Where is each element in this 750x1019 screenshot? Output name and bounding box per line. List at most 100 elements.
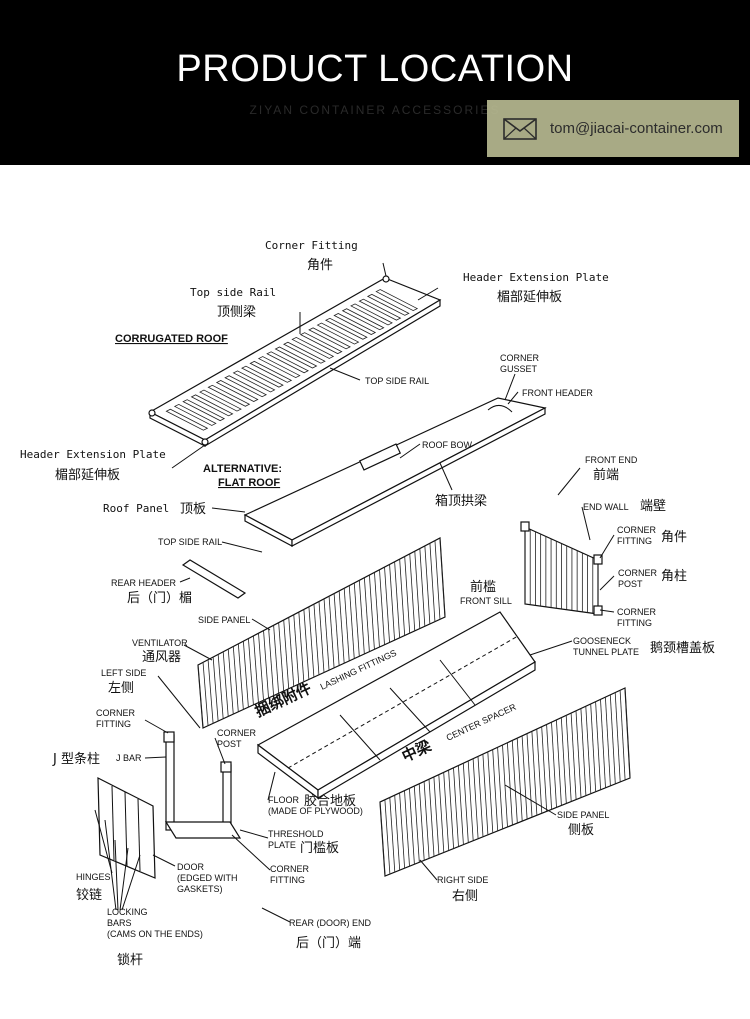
drawing-stroke (197, 664, 204, 729)
roof-slot (375, 289, 419, 312)
labels: Corner Fitting 角件 Top side Rail 顶侧梁 Head… (20, 239, 715, 968)
label-rear-end-zh: 后（门）端 (296, 936, 361, 951)
roof-slot (366, 293, 410, 316)
front-end-wall (520, 521, 603, 616)
drawing-stroke (492, 749, 499, 831)
label-gooseneck-1: GOOSENECK (573, 636, 631, 646)
label-top-side-rail-zh: 顶侧梁 (217, 305, 256, 320)
drawing-stroke (472, 758, 479, 839)
roof-slot (190, 394, 234, 417)
drawing-stroke (384, 799, 391, 875)
label-corner-fitting-fe2-1: CORNER (617, 607, 657, 617)
drawing-stroke (585, 706, 592, 794)
rear-frame (163, 731, 242, 839)
email-address[interactable]: tom@jiacai-container.com (550, 120, 723, 137)
drawing-stroke (531, 731, 538, 816)
label-corner-fitting-l-2: FITTING (96, 719, 131, 729)
drawing-stroke (414, 551, 421, 629)
left-side-panel (197, 537, 446, 729)
drawing-stroke (303, 609, 310, 680)
label-corner-post-fe-zh: 角柱 (661, 569, 687, 584)
label-top-side-rail: Top side Rail (190, 286, 276, 299)
drawing-stroke (348, 585, 355, 659)
drawing-stroke (560, 717, 567, 804)
drawing-stroke (541, 726, 548, 812)
label-corner-fitting-l-1: CORNER (96, 708, 136, 718)
drawing-stroke (570, 713, 577, 800)
drawing-stroke (288, 617, 295, 687)
roof-slot (182, 399, 226, 422)
roof-slot (241, 365, 284, 388)
diagram-canvas: Corner Fitting 角件 Top side Rail 顶侧梁 Head… (20, 239, 715, 968)
drawing-stroke (232, 646, 239, 712)
drawing-stroke (338, 590, 345, 664)
label-side-panel: SIDE PANEL (198, 615, 250, 625)
label-corner-post-fe-1: CORNER (618, 568, 658, 578)
label-left-side-zh: 左侧 (108, 681, 134, 696)
drawing-stroke (551, 722, 557, 808)
label-corner-post-l-1: CORNER (217, 728, 257, 738)
label-door-3: GASKETS) (177, 884, 223, 894)
drawing-stroke (507, 742, 513, 826)
drawing-stroke (605, 697, 611, 786)
label-j-bar-zh: J 型条柱 (52, 751, 100, 767)
label-corner-fitting-top: Corner Fitting (265, 239, 358, 252)
label-corrugated-roof: CORRUGATED ROOF (115, 333, 228, 345)
email-contact[interactable]: tom@jiacai-container.com (487, 100, 739, 157)
page-title: PRODUCT LOCATION (176, 48, 574, 90)
roof-slot (308, 327, 351, 350)
drawing-stroke (207, 659, 214, 724)
drawing-stroke (462, 763, 469, 843)
label-corner-fitting-top-zh: 角件 (307, 258, 333, 273)
roof-slot (257, 356, 301, 379)
label-top-side-rail-2: TOP SIDE RAIL (158, 537, 222, 547)
drawing-stroke (614, 692, 621, 782)
label-corner-post-fe-2: POST (618, 579, 643, 589)
drawing-stroke (379, 801, 386, 877)
label-header-ext-left: Header Extension Plate (20, 448, 166, 461)
drawing-stroke (624, 687, 631, 779)
label-corner-fitting-b-1: CORNER (270, 864, 310, 874)
drawing-stroke (379, 569, 385, 645)
drawing-stroke (212, 657, 219, 722)
label-front-end-zh: 前端 (593, 467, 619, 483)
label-gooseneck-2: TUNNEL PLATE (573, 647, 639, 657)
drawing-stroke (600, 699, 606, 788)
rear-door (97, 777, 156, 879)
drawing-stroke (429, 543, 436, 622)
label-side-panel-r-zh: 侧板 (568, 823, 594, 838)
roof-slot (283, 341, 326, 364)
label-front-end: FRONT END (585, 455, 638, 465)
drawing-stroke (253, 635, 259, 703)
label-end-wall: END WALL (583, 502, 629, 512)
roof-slot (333, 313, 377, 335)
roof-slot (173, 403, 217, 426)
roof-slot (341, 308, 385, 331)
drawing-stroke (328, 596, 335, 668)
roof-slot (324, 317, 368, 340)
header-banner: PRODUCT LOCATION ZIYAN CONTAINER ACCESSO… (0, 0, 750, 165)
label-floor-1: FLOOR (268, 795, 300, 805)
drawing-stroke (482, 754, 489, 835)
drawing-stroke (389, 797, 396, 873)
label-corner-fitting-fe-1: CORNER (617, 525, 657, 535)
drawing-stroke (273, 625, 280, 694)
drawing-stroke (424, 545, 431, 624)
drawing-stroke (434, 540, 441, 620)
label-corner-gusset-2: GUSSET (500, 364, 538, 374)
drawing-stroke (374, 572, 380, 648)
leader-lines (94, 262, 615, 923)
roof-slot (165, 408, 209, 431)
label-rear-end: REAR (DOOR) END (289, 918, 372, 928)
roof-slot (291, 336, 335, 359)
label-left-side: LEFT SIDE (101, 668, 146, 678)
drawing-stroke (217, 654, 224, 719)
drawing-stroke (237, 643, 244, 710)
label-right-side: RIGHT SIDE (437, 875, 488, 885)
page-subtitle: ZIYAN CONTAINER ACCESSORIES (249, 103, 501, 117)
drawing-stroke (443, 772, 450, 851)
label-locking-3: (CAMS ON THE ENDS) (107, 929, 203, 939)
drawing-stroke (399, 792, 405, 869)
drawing-stroke (502, 744, 508, 828)
flat-roof (243, 397, 547, 547)
